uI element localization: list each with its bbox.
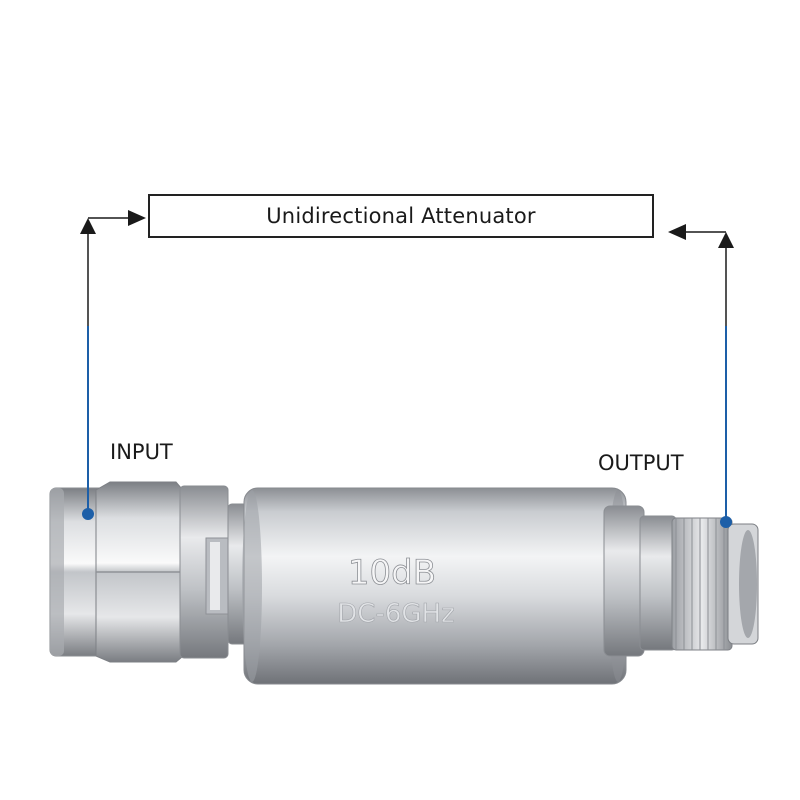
output-flow-line [668,224,734,528]
output-connector [603,505,759,657]
output-marker-dot [720,516,732,528]
diagram-title-text: Unidirectional Attenuator [266,204,536,228]
input-marker-dot [82,508,94,520]
input-port-label: INPUT [110,440,173,464]
attenuation-marking: 10dB [348,553,436,593]
right-arrow-icon [128,210,146,226]
up-arrow-icon [80,218,96,234]
output-port-label: OUTPUT [598,451,684,475]
input-connector [49,481,249,663]
input-flow-line [80,210,146,520]
up-arrow-icon [718,232,734,248]
diagram-title: Unidirectional Attenuator [148,194,654,238]
frequency-marking: DC-6GHz [337,599,454,629]
left-arrow-icon [668,224,686,240]
